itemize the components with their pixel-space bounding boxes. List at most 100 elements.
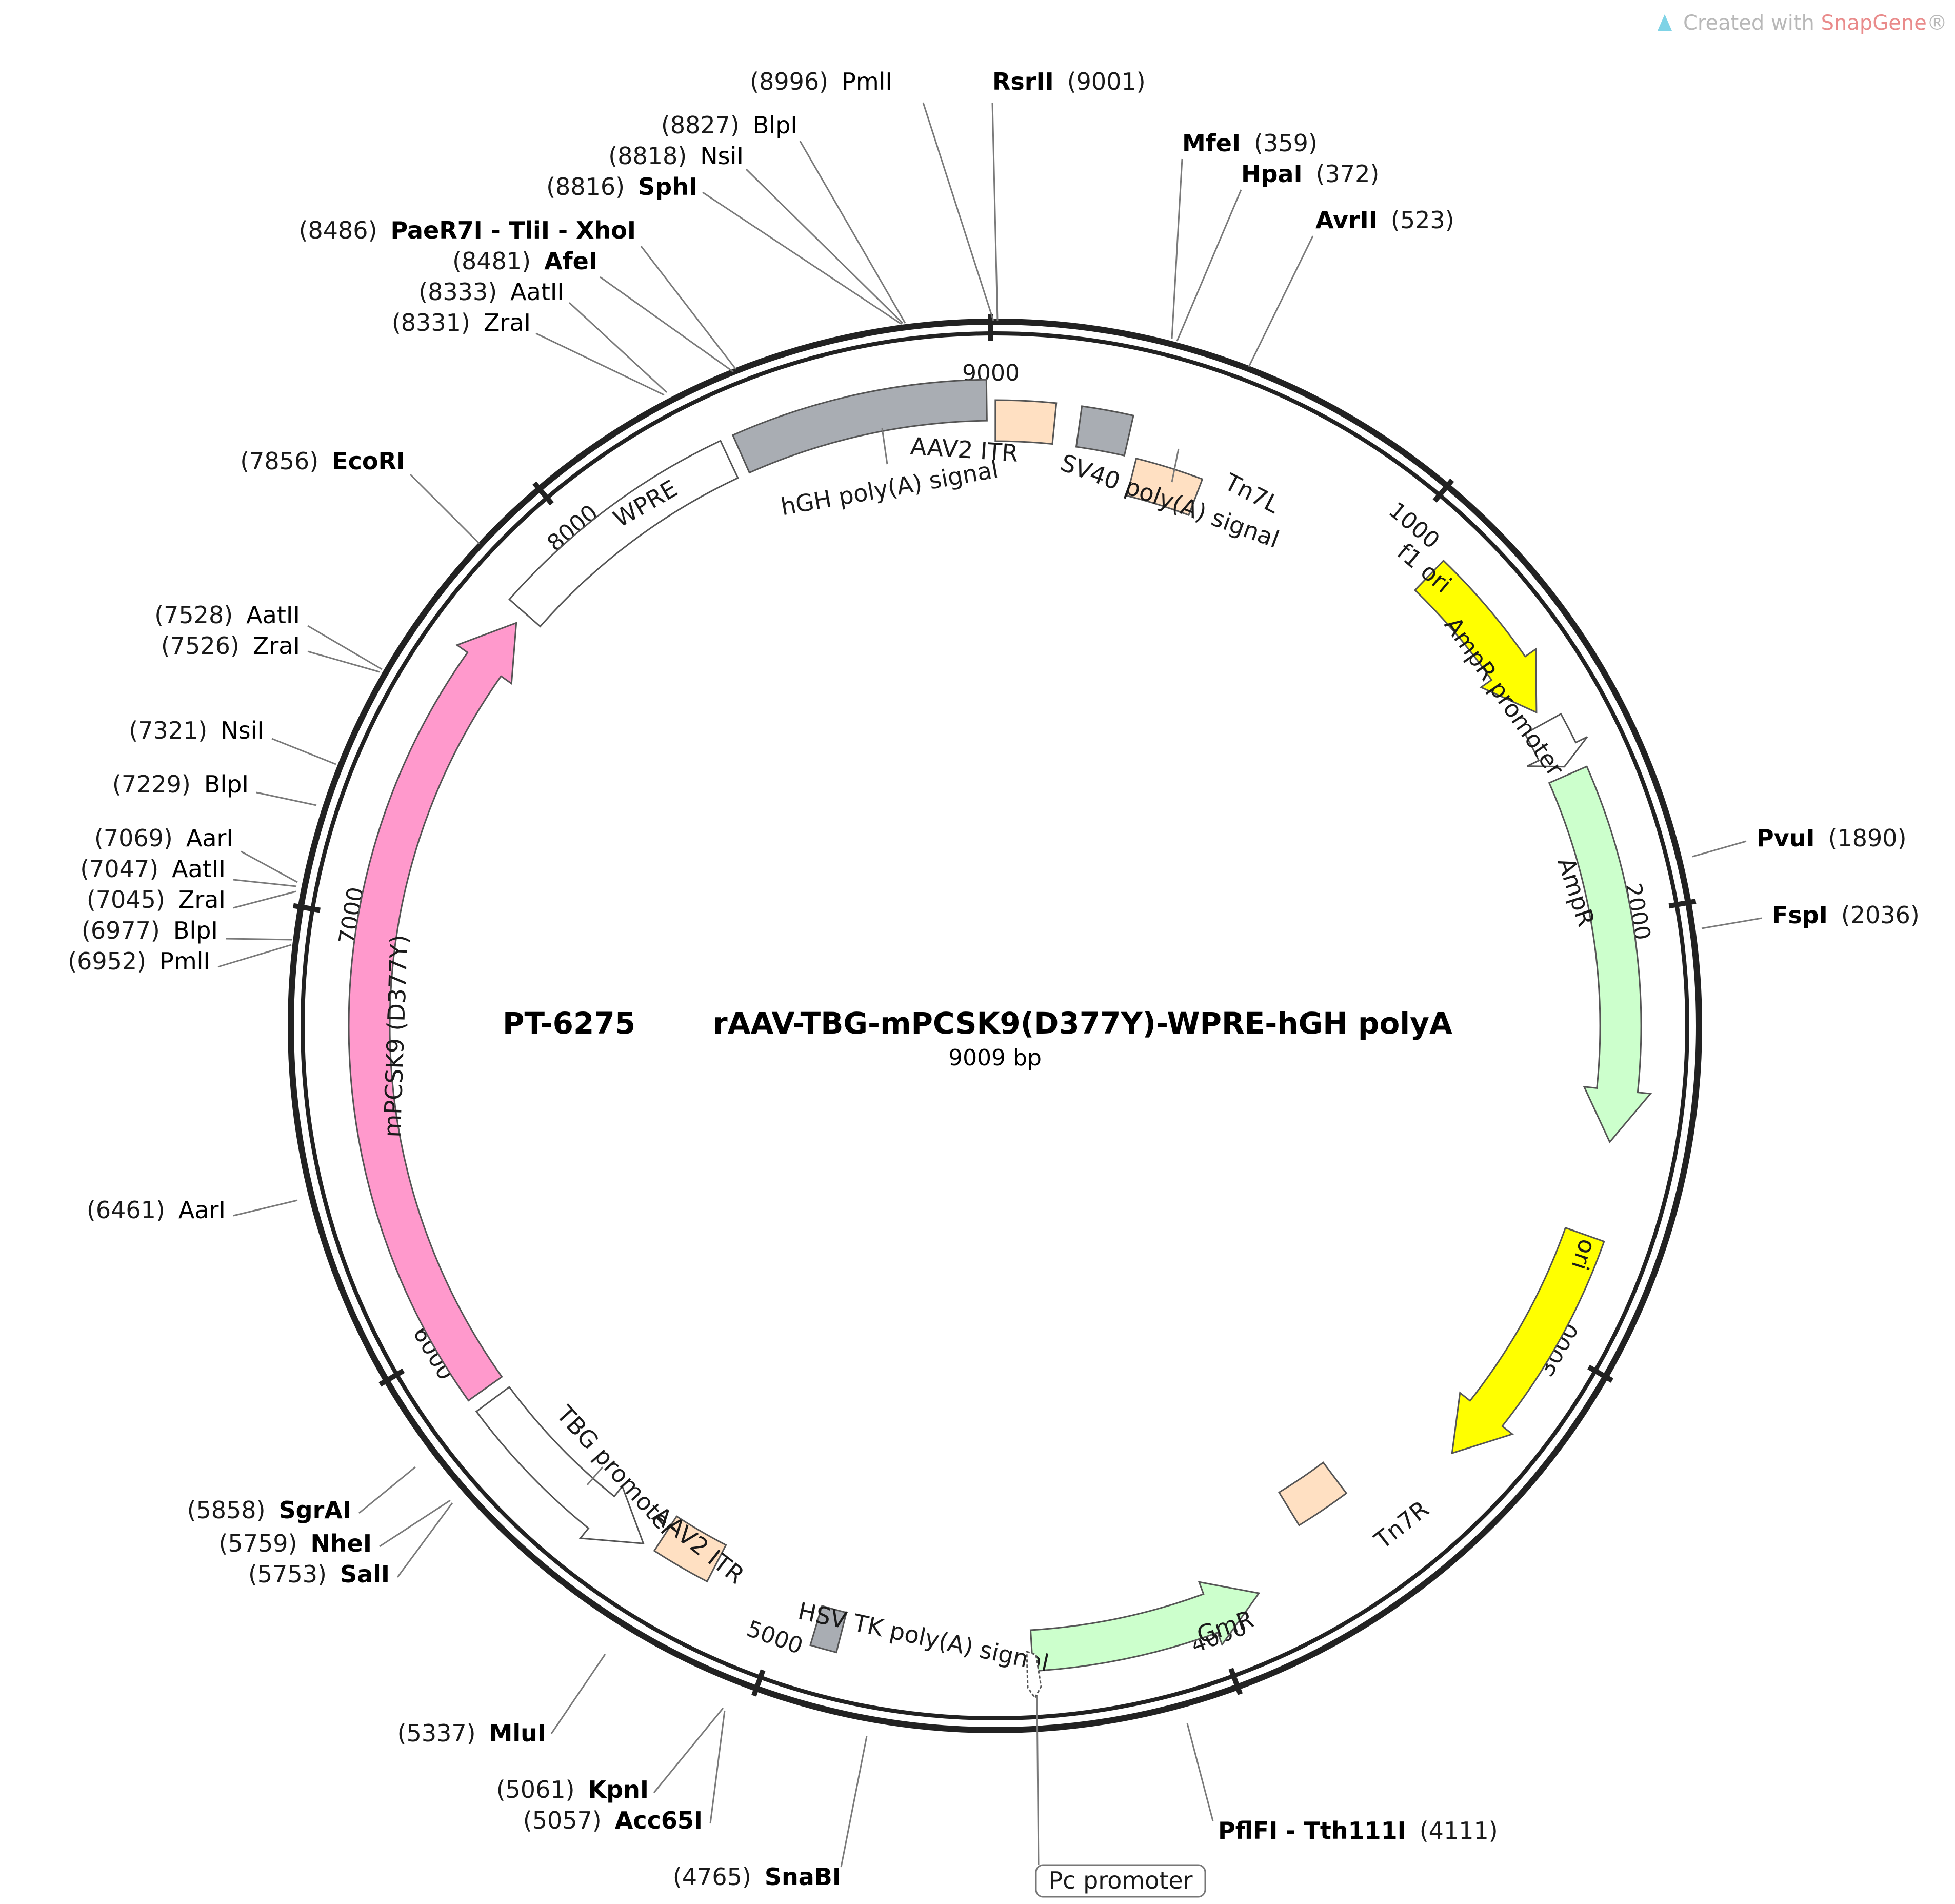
site-label: HpaI(372) [1241, 160, 1379, 188]
site-nhei-21[interactable]: (5759)NheI [218, 1499, 451, 1557]
site-afei-6[interactable]: (8481)AfeI [452, 247, 734, 373]
site-position: (8333) [418, 278, 497, 306]
site-leader [307, 625, 383, 670]
site-blpi-2[interactable]: (8827)BlpI [661, 111, 906, 324]
site-enzyme: EcoRI [332, 447, 405, 475]
feature-f1-ori[interactable] [1413, 559, 1538, 714]
site-position: (372) [1316, 160, 1380, 188]
feature-ori[interactable] [1451, 1226, 1605, 1455]
site-enzyme: ZraI [253, 632, 300, 660]
site-mfei-27[interactable]: MfeI(359) [1171, 129, 1318, 339]
site-label: (8818) NsiI [608, 142, 744, 170]
backbone-inner-ring [301, 331, 1689, 1720]
site-position: (6952) [68, 947, 146, 975]
site-avrii-29[interactable]: AvrII(523) [1248, 206, 1454, 367]
site-label: (8486) PaeR7I - TliI - XhoI [299, 216, 636, 244]
site-hpai-28[interactable]: HpaI(372) [1176, 160, 1379, 342]
feature-ampr[interactable] [1548, 765, 1652, 1144]
feature-tbg-promoter[interactable] [475, 1386, 645, 1544]
site-leader [358, 1466, 416, 1514]
pc-promoter-leader [1036, 1695, 1040, 1866]
site-position: (7069) [94, 824, 173, 852]
site-leader [233, 879, 297, 887]
site-aatii-15[interactable]: (7047)AatII [80, 855, 297, 887]
site-acc65i-25[interactable]: (5057) Acc65I [523, 1710, 726, 1834]
site-position: (5061) [496, 1776, 575, 1803]
site-leader [991, 102, 999, 321]
site-pmli-18[interactable]: (6952) PmlI [68, 944, 292, 975]
site-enzyme: NsiI [700, 142, 744, 170]
site-position: (5759) [218, 1530, 297, 1557]
site-ecori-9[interactable]: (7856)EcoRI [240, 447, 481, 545]
site-enzyme: AvrII [1315, 206, 1378, 234]
site-position: (8816) [546, 173, 625, 201]
site-label: (7229)BlpI [112, 770, 249, 798]
site-zrai-16[interactable]: (7045)ZraI [87, 886, 296, 914]
site-label: (7526)ZraI [161, 632, 300, 660]
site-enzyme: PvuI [1757, 824, 1815, 852]
site-leader [702, 191, 902, 325]
site-leader [307, 650, 380, 673]
feature-leader-2 [586, 1466, 604, 1485]
site-label: (7528)AatII [154, 601, 300, 629]
feature-tn7r[interactable] [1278, 1461, 1348, 1526]
site-blpi-17[interactable]: (6977)BlpI [82, 917, 293, 944]
plasmid-name: PT-6275 [503, 1006, 635, 1041]
site-aatii-7[interactable]: (8333)AatII [418, 278, 668, 393]
site-pflfi-tth111i-32[interactable]: PflFI - Tth111I(4111) [1186, 1723, 1498, 1845]
site-enzyme: PmlI [159, 947, 210, 975]
site-position: (8818) [608, 142, 687, 170]
site-sali-22[interactable]: (5753)SalI [248, 1502, 453, 1588]
site-zrai-8[interactable]: (8331)ZraI [392, 309, 665, 396]
tick-1000 [1432, 478, 1454, 503]
site-pvui-30[interactable]: PvuI(1890) [1692, 824, 1907, 858]
site-pmli-0[interactable]: (8996)PmlI [750, 68, 994, 321]
feature-ampr-promoter[interactable] [1524, 712, 1588, 768]
site-position: (5858) [187, 1496, 266, 1524]
site-aari-19[interactable]: (6461)AarI [87, 1196, 298, 1224]
site-sgrai-20[interactable]: (5858)SgrAI [187, 1466, 416, 1524]
feature-sv40-poly-a-signal[interactable] [1075, 405, 1134, 457]
pc-promoter-label: Pc promoter [1048, 1867, 1192, 1894]
site-position: (8486) [299, 216, 377, 244]
site-position: (8481) [452, 247, 531, 275]
feature-hgh-poly-a-signal[interactable] [731, 379, 988, 474]
site-label: (6461)AarI [87, 1196, 226, 1224]
site-blpi-13[interactable]: (7229)BlpI [112, 770, 317, 806]
site-enzyme: PaeR7I - TliI - XhoI [391, 216, 636, 244]
plasmid-length: 9009 bp [948, 1045, 1042, 1071]
site-aatii-10[interactable]: (7528)AatII [154, 601, 383, 670]
site-rsrii-1[interactable]: RsrII(9001) [991, 68, 1146, 321]
site-leader [379, 1499, 451, 1548]
feature-mpcsk9-d377y[interactable] [348, 622, 517, 1402]
site-label: (4765)SnaBI [673, 1863, 841, 1891]
feature-aav2-itr[interactable] [994, 399, 1058, 445]
site-zrai-11[interactable]: (7526)ZraI [161, 632, 380, 673]
site-enzyme: ZraI [178, 886, 226, 914]
site-aari-14[interactable]: (7069)AarI [94, 824, 298, 883]
site-label: FspI(2036) [1772, 901, 1920, 929]
snapgene-credit[interactable]: Created with SnapGene® [1658, 11, 1947, 35]
site-nsii-12[interactable]: (7321)NsiI [129, 717, 336, 765]
site-position: (5057) [523, 1807, 602, 1834]
feature-label-hgh-poly-a-signal: hGH poly(A) signal [779, 455, 1000, 521]
site-nsii-3[interactable]: (8818) NsiI [608, 142, 904, 324]
feature-tn7l[interactable] [1126, 457, 1204, 517]
site-paer7i-tlii-xhoi-5[interactable]: (8486) PaeR7I - TliI - XhoI [299, 216, 737, 370]
site-kpni-24[interactable]: (5061)KpnI [496, 1708, 724, 1803]
site-enzyme: Acc65I [615, 1807, 703, 1834]
feature-aav2-itr[interactable] [653, 1515, 727, 1583]
site-fspi-31[interactable]: FspI(2036) [1701, 901, 1920, 929]
site-sphi-4[interactable]: (8816)SphI [546, 173, 902, 325]
site-snabi-26[interactable]: (4765)SnaBI [673, 1736, 868, 1891]
site-enzyme: RsrII [992, 68, 1054, 95]
site-label: (8333)AatII [418, 278, 564, 306]
site-leader [653, 1708, 724, 1793]
feature-wpre[interactable] [508, 440, 739, 628]
tick-7000 [293, 903, 321, 913]
feature-hsv-tk-poly-a-signal[interactable] [809, 1604, 848, 1654]
site-position: (7047) [80, 855, 158, 883]
site-position: (7528) [154, 601, 233, 629]
site-mlui-23[interactable]: (5337)MluI [397, 1654, 606, 1747]
feature-gmr[interactable] [1029, 1581, 1261, 1672]
